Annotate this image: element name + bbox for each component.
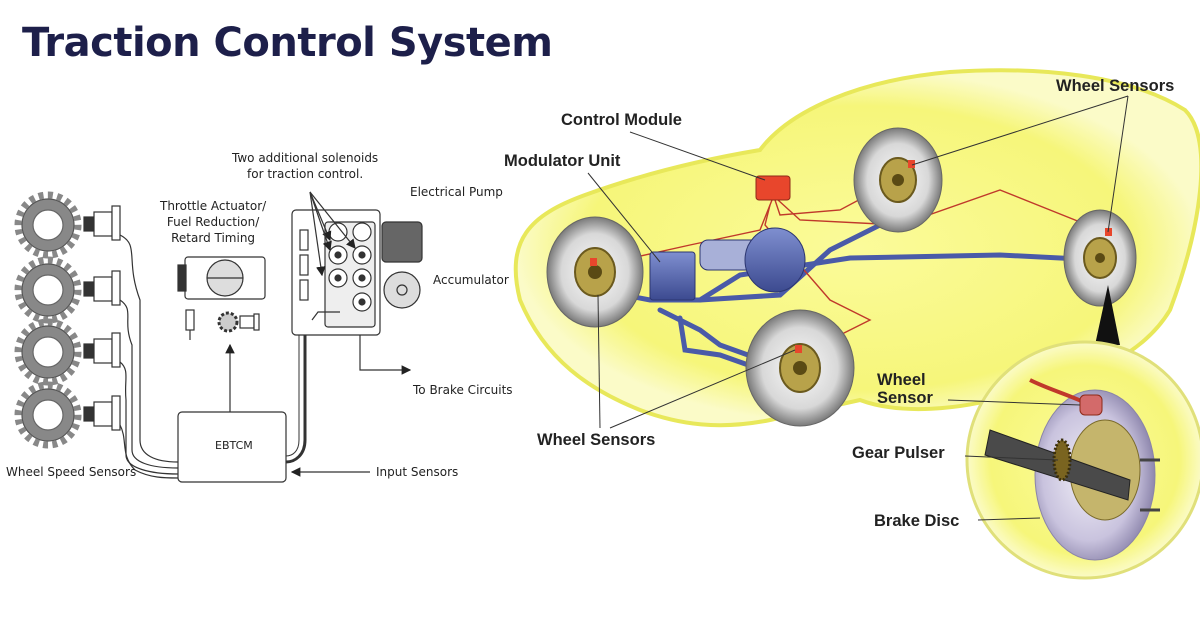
control-module-box [755, 175, 791, 201]
accumulator-label: Accumulator [433, 273, 509, 287]
sensor-gear-1 [14, 191, 82, 259]
detail-wheel-sensor-label: Wheel Sensor [877, 371, 933, 407]
to-brake-circuits-label: To Brake Circuits [413, 383, 513, 397]
gear-pulser-label: Gear Pulser [852, 444, 945, 462]
wheel-front-right [745, 309, 855, 427]
electrical-pump-label: Electrical Pump [410, 185, 503, 199]
wheel-sensors-top-label: Wheel Sensors [1056, 77, 1175, 95]
input-sensors-label: Input Sensors [376, 465, 459, 479]
throttle-actuator-label: Throttle Actuator/ Fuel Reduction/ Retar… [160, 198, 266, 246]
car-body [513, 68, 1200, 428]
page-title: Traction Control System [22, 20, 553, 66]
wheel-speed-sensors-label: Wheel Speed Sensors [6, 465, 137, 479]
wheel-sensors-bottom-label: Wheel Sensors [537, 431, 656, 449]
wheel-front-left [546, 216, 644, 328]
leader-lines [587, 95, 1129, 429]
sensor-probes [83, 205, 121, 431]
throttle-line3: Retard Timing [171, 231, 256, 245]
sensor-gear-4 [14, 381, 82, 449]
detail-wheel-sensor-line2: Sensor [877, 389, 933, 407]
wheel-rear-left [853, 127, 943, 233]
solenoids-note: Two additional solenoids for traction co… [232, 150, 378, 182]
throttle-line1: Throttle Actuator/ [160, 199, 267, 213]
detail-inset [965, 340, 1200, 580]
schematic [14, 191, 423, 483]
ebtcm-label: EBTCM [215, 439, 253, 452]
control-module-label: Control Module [561, 111, 682, 129]
throttle-line2: Fuel Reduction/ [166, 215, 260, 229]
detail-leaders [947, 399, 1081, 521]
sensor-gear-2 [14, 256, 82, 324]
modulator-unit [649, 227, 806, 301]
solenoids-note-line2: for traction control. [247, 167, 364, 181]
brake-disc-label: Brake Disc [874, 512, 960, 530]
sensor-gear-3 [14, 318, 82, 386]
solenoids-note-line1: Two additional solenoids [232, 151, 379, 165]
zoom-wedge [1095, 285, 1120, 345]
modulator-unit-label: Modulator Unit [504, 152, 621, 170]
wheel-rear-right [1063, 209, 1137, 307]
detail-wheel-sensor-line1: Wheel [877, 371, 926, 389]
